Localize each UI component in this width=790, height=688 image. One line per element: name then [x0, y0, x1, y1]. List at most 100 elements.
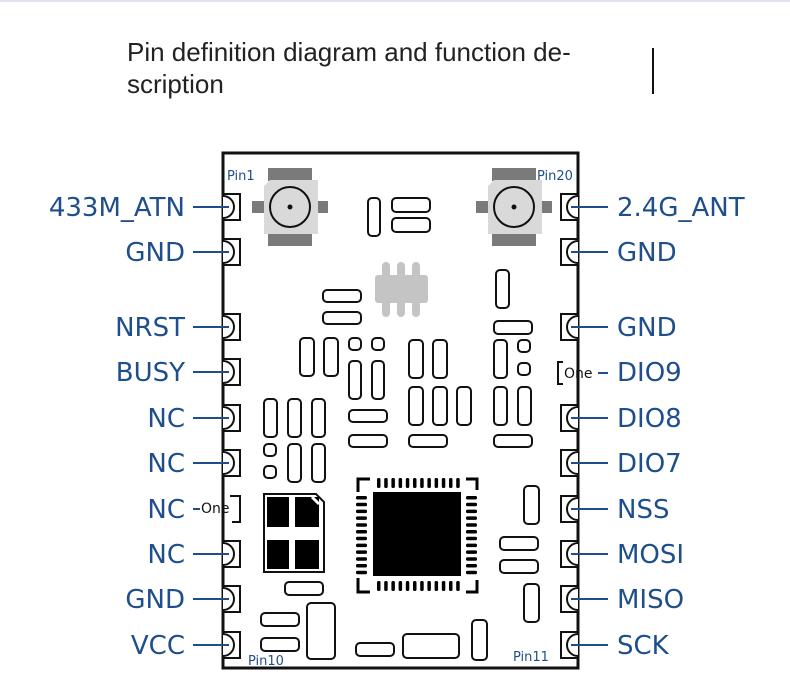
left-pad [193, 631, 241, 659]
right-pad [560, 238, 608, 266]
passive-component [263, 398, 278, 438]
left-pin-label: NC [147, 495, 185, 525]
main-ic-chip [356, 477, 479, 594]
passive-component [471, 619, 488, 661]
passive-component [391, 217, 431, 233]
left-pin-label: BUSY [116, 358, 185, 388]
passive-component [523, 485, 540, 525]
left-pin-label: 433M_ATN [49, 193, 185, 223]
pin11-label: Pin11 [513, 650, 549, 665]
passive-component [348, 434, 388, 448]
right-pin-label: DIO8 [617, 404, 682, 434]
passive-component [287, 398, 302, 438]
left-pad [193, 313, 241, 341]
passive-component [355, 642, 395, 657]
right-pad [560, 585, 608, 613]
right-pin-label: NSS [617, 495, 669, 525]
left-pin-label: GND [125, 238, 185, 268]
left-pin-label: VCC [131, 631, 185, 661]
passive-components [260, 197, 540, 661]
right-pad [560, 540, 608, 568]
right-pin-label: MOSI [617, 540, 684, 570]
page-title: Pin definition diagram and function de- … [127, 36, 627, 100]
passive-component [523, 583, 540, 623]
passive-component [432, 339, 448, 379]
passive-component [517, 386, 532, 426]
antenna-connector-2g4 [476, 168, 552, 246]
passive-component [495, 269, 510, 309]
passive-component [348, 409, 388, 423]
right-pin-label: DIO9 [617, 358, 682, 388]
passive-component [263, 465, 277, 479]
left-pin-label: NRST [115, 313, 185, 343]
passive-component [371, 337, 385, 351]
passive-component [322, 289, 362, 303]
passive-component [493, 434, 533, 448]
passive-component [322, 311, 362, 325]
nc-note-text: One [201, 501, 230, 517]
passive-component [371, 360, 385, 400]
passive-component [493, 386, 508, 426]
passive-component [456, 386, 472, 426]
passive-component [499, 536, 539, 551]
nc-note: One [193, 495, 241, 523]
right-pad [560, 193, 608, 221]
pin20-label: Pin20 [537, 169, 573, 184]
left-pad [193, 193, 241, 221]
passive-component [323, 337, 339, 377]
left-pad [193, 585, 241, 613]
antenna-connector-433m [252, 168, 328, 246]
passive-component [306, 602, 336, 660]
crystal-component [375, 262, 428, 317]
left-pad [193, 238, 241, 266]
right-pin-label: MISO [617, 585, 684, 615]
passive-component [287, 443, 302, 483]
passive-component [263, 443, 277, 457]
passive-component [260, 612, 300, 627]
passive-component [367, 197, 381, 237]
dio9-note-text: One [564, 366, 593, 382]
passive-component [432, 386, 448, 426]
right-pin-label: 2.4G_ANT [617, 193, 745, 223]
pin10-label: Pin10 [248, 654, 284, 669]
right-castellated-pads [560, 193, 608, 659]
right-pad [560, 449, 608, 477]
passive-component [499, 559, 539, 574]
left-pin-label: NC [147, 540, 185, 570]
passive-component [348, 360, 362, 400]
dio9-note: One [557, 361, 608, 385]
right-pin-label: DIO7 [617, 449, 682, 479]
left-castellated-pads [193, 193, 241, 659]
left-pad [193, 404, 241, 432]
passive-component [311, 398, 326, 438]
passive-component [260, 637, 300, 652]
passive-component [493, 320, 533, 335]
left-pin-label: NC [147, 404, 185, 434]
right-pad [560, 495, 608, 523]
passive-component [408, 386, 424, 426]
pin1-label: Pin1 [227, 169, 255, 184]
title-line-2: scription [127, 69, 224, 99]
left-pad [193, 358, 241, 386]
passive-component [517, 362, 531, 376]
text-cursor-bar [652, 48, 654, 94]
passive-component [408, 339, 424, 379]
passive-component [348, 337, 362, 351]
passive-component [284, 581, 324, 596]
passive-component [408, 434, 448, 448]
passive-component [493, 339, 508, 379]
passive-component [402, 633, 460, 659]
passive-component [391, 197, 431, 213]
left-pad [193, 449, 241, 477]
left-pin-label: NC [147, 449, 185, 479]
passive-component [299, 337, 315, 377]
right-pin-label: GND [617, 313, 677, 343]
right-pin-label: SCK [617, 631, 670, 661]
right-pin-label: GND [617, 238, 677, 268]
right-pad [560, 404, 608, 432]
four-pad-component [263, 493, 325, 573]
passive-component [517, 339, 531, 353]
